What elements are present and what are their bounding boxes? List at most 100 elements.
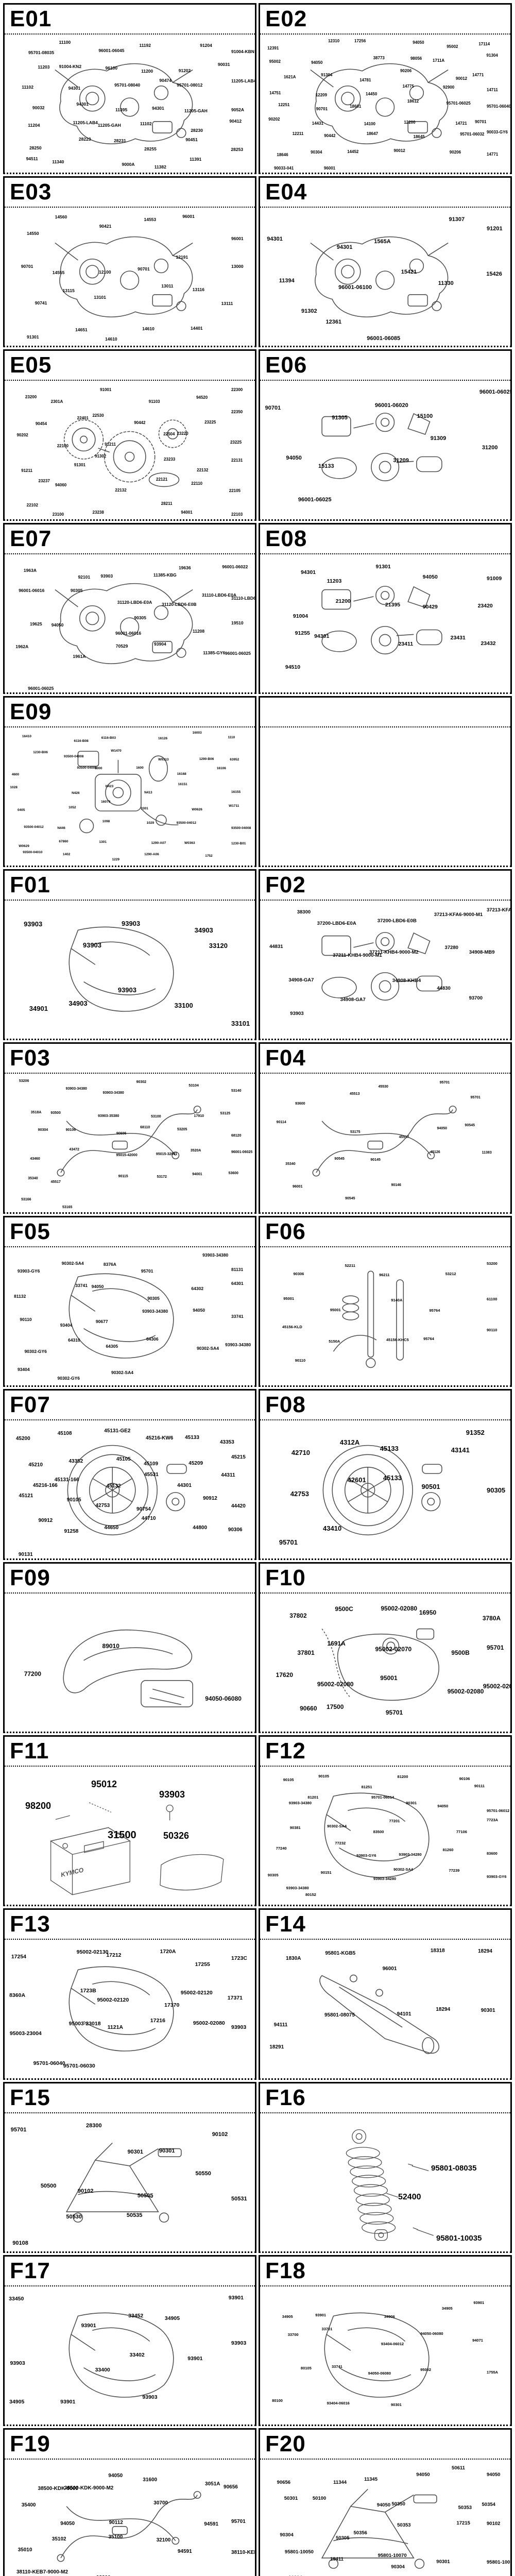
part-number-label: 90033-041	[274, 166, 294, 171]
part-number-label: 50100	[312, 2496, 327, 2502]
part-number-label: 14550	[26, 230, 39, 236]
part-number-label: 14610	[142, 326, 154, 332]
part-number-label: 23237	[38, 478, 50, 483]
part-number-label: 95002-02120	[97, 1997, 129, 2004]
part-number-label: 12200	[404, 120, 416, 125]
part-number-label: 38110-KEB7-9000-M1	[231, 2550, 256, 2556]
part-number-label: 21395	[385, 601, 401, 608]
part-number-label: 90102	[212, 2131, 228, 2138]
part-number-label: 11100	[59, 40, 71, 45]
part-number-label: 34908-GA7	[288, 977, 314, 984]
cell-header: F19	[5, 2430, 255, 2460]
part-number-label: 90442	[324, 133, 336, 139]
part-number-label: 1028	[10, 786, 18, 790]
part-number-label: 90301	[436, 2558, 450, 2565]
part-number-label: 23238	[92, 510, 104, 515]
part-number-label: 90701	[138, 266, 150, 272]
part-number-label: 45105	[116, 1456, 131, 1463]
part-number-label: N446	[57, 826, 65, 831]
part-number-label: 28255	[144, 146, 157, 152]
part-number-label: 96001-06025	[225, 650, 251, 656]
part-number-label: 89010	[102, 1642, 119, 1650]
battery-diagram: KYMCO	[10, 1774, 250, 1900]
part-number-label: 91304	[486, 53, 498, 58]
part-number-label: 90677	[95, 1319, 108, 1325]
part-number-label: 93903	[142, 2394, 158, 2401]
part-number-label: 12310	[328, 38, 340, 43]
part-number-label: 9052A	[231, 107, 245, 113]
exploded-diagram-sketch	[35, 1606, 225, 1721]
part-number-label: 94050	[376, 2502, 391, 2509]
part-number-label: 1711A	[433, 58, 445, 63]
part-number-label: 90110	[487, 1328, 497, 1333]
exploded-diagram-sketch	[35, 220, 225, 335]
part-number-label: 96001-06025	[479, 389, 512, 396]
part-number-label: 95801-KGB5	[325, 1950, 356, 1956]
part-number-label: 81131	[231, 1267, 244, 1273]
part-number-label: 45108	[57, 1430, 72, 1436]
part-number-label: 93901	[60, 2398, 76, 2405]
cell-header: F16	[260, 2083, 510, 2113]
part-number-label: 95701	[231, 2518, 246, 2524]
part-number-label: 90110	[295, 1358, 306, 1363]
part-number-label: 91302	[301, 308, 317, 315]
part-number-label: 50301	[284, 2495, 298, 2501]
part-number-label: 93904	[154, 641, 166, 647]
part-number-label: 90305	[70, 587, 83, 593]
part-number-label: 14781	[359, 77, 371, 82]
part-number-label: 11385-GY6	[203, 650, 226, 655]
part-number-label: 22132	[197, 468, 209, 473]
part-number-label: 95801-10070	[377, 2553, 407, 2559]
part-number-label: 90145	[370, 1158, 381, 1162]
part-number-label: 38500-KDK-9000	[38, 2486, 78, 2492]
part-number-label: 95002-02080	[317, 1681, 354, 1688]
part-number-label: 16079	[101, 800, 111, 804]
part-number-label: 96001-06025	[28, 685, 54, 691]
part-number-label: 34905	[441, 2306, 453, 2311]
part-number-label: W0626	[192, 807, 202, 811]
part-number-label: 95701-06012	[487, 1808, 510, 1813]
part-number-label: 64305	[106, 1344, 118, 1349]
part-number-label: 90754	[136, 1506, 151, 1513]
cell-code-label: F14	[265, 1911, 306, 1937]
part-number-label: 44831	[269, 943, 283, 950]
part-number-label: 96001-06085	[367, 335, 401, 342]
part-number-label: 91001	[100, 387, 112, 392]
part-number-label: 17500	[327, 1703, 344, 1710]
part-number-label: 45517	[50, 1180, 61, 1184]
part-number-label: 90454	[35, 421, 47, 426]
part-number-label: 18646	[277, 152, 288, 157]
part-number-label: 93903-34280	[373, 1876, 397, 1882]
part-number-label: 17255	[195, 1961, 210, 1968]
part-number-label: 16155	[231, 790, 241, 794]
part-number-label: 90304	[38, 1128, 48, 1132]
part-number-label: 94050	[422, 574, 438, 581]
part-number-label: 14100	[364, 122, 375, 127]
part-number-label: 90306	[228, 1527, 243, 1533]
part-number-label: 95801-10035	[436, 2233, 482, 2243]
part-number-label: 1402	[62, 853, 71, 857]
part-number-label: 1752	[205, 854, 213, 858]
part-number-label: 11394	[279, 277, 295, 284]
part-number-label: 90202	[268, 117, 280, 122]
part-number-label: 1720A	[160, 1948, 176, 1955]
part-number-label: 17215	[456, 2520, 470, 2527]
part-number-label: 45131-166	[54, 1477, 79, 1483]
part-number-label: 91301	[74, 462, 85, 467]
part-number-label: 91201	[487, 226, 503, 232]
part-number-label: 91255	[295, 630, 310, 637]
part-number-label: 34908-KHB4	[392, 978, 421, 984]
part-number-label: 15100	[417, 413, 433, 419]
part-number-label: 64302	[191, 1286, 204, 1292]
part-number-label: 12191	[176, 255, 188, 260]
cell-code-label: E07	[10, 526, 52, 551]
part-number-label: 23200	[25, 394, 37, 399]
part-number-label: 43353	[219, 1439, 234, 1445]
part-number-label: 22132	[115, 488, 127, 493]
exploded-diagram-sketch	[290, 394, 480, 509]
